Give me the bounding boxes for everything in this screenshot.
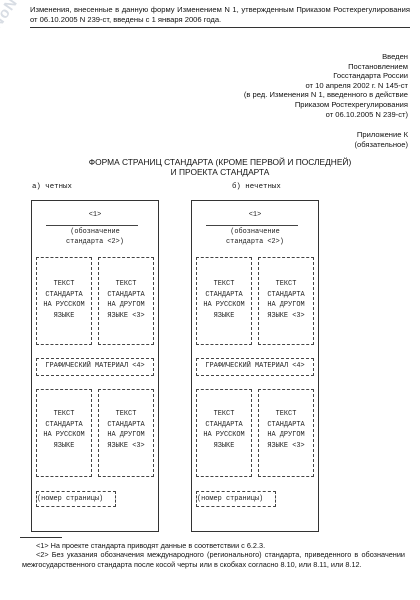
text-line: СТАНДАРТА xyxy=(45,420,83,429)
text-line: ТЕКСТ xyxy=(115,410,137,418)
approval-line: Постановлением xyxy=(348,61,408,71)
footnote-2: <2> Без указания обозначения международн… xyxy=(22,550,405,569)
approval-line: Приказом Ростехрегулирования xyxy=(294,99,408,109)
text-line: ТЕКСТ xyxy=(275,280,297,288)
text-other-bottom: ТЕКСТ СТАНДАРТА НА ДРУГОМ ЯЗЫКЕ <3> xyxy=(257,409,315,451)
page-number-label: (номер страницы) xyxy=(37,495,104,503)
text-other-bottom: ТЕКСТ СТАНДАРТА НА ДРУГОМ ЯЗЫКЕ <3> xyxy=(97,409,155,451)
text-box-other-bottom xyxy=(258,389,314,477)
text-line: ЯЗЫКЕ xyxy=(53,311,75,320)
text-line: СТАНДАРТА xyxy=(267,290,305,299)
text-line: ЯЗЫКЕ <3> xyxy=(267,441,305,450)
text-line: СТАНДАРТА xyxy=(267,420,305,429)
amendment-note: Изменения, внесенные в данную форму Изме… xyxy=(30,5,410,24)
amendment-divider xyxy=(30,27,410,28)
text-line: ЯЗЫКЕ <3> xyxy=(107,441,145,450)
column-label-odd: б) нечетных xyxy=(232,183,281,191)
appendix-label: Приложение К (обязательное) xyxy=(268,130,408,149)
page-number-box xyxy=(36,491,116,507)
text-line: СТАНДАРТА xyxy=(45,290,83,299)
footnotes: <1> На проекте стандарта приводят данные… xyxy=(22,541,405,569)
standard-designation: (обозначение стандарта <2>) xyxy=(198,227,312,247)
text-line: ТЕКСТ xyxy=(275,410,297,418)
page-header-number: <1> xyxy=(248,211,262,219)
graphic-material-box xyxy=(36,358,154,376)
standard-designation: (обозначение стандарта <2>) xyxy=(38,227,152,247)
text-line: НА ДРУГОМ xyxy=(107,301,145,309)
text-line: ТЕКСТ xyxy=(213,280,235,288)
text-line: ЯЗЫКЕ <3> xyxy=(267,311,305,320)
text-line: ТЕКСТ xyxy=(53,410,75,418)
text-line: СТАНДАРТА xyxy=(107,290,145,299)
form-title-line: ФОРМА СТРАНИЦ СТАНДАРТА (КРОМЕ ПЕРВОЙ И … xyxy=(88,157,352,167)
text-other-top: ТЕКСТ СТАНДАРТА НА ДРУГОМ ЯЗЫКЕ <3> xyxy=(97,279,155,321)
text-line: СТАНДАРТА xyxy=(107,420,145,429)
text-line: ЯЗЫКЕ xyxy=(53,441,75,450)
graphic-material-box xyxy=(196,358,314,376)
appendix-status: (обязательное) xyxy=(354,139,408,149)
page-frame-even: <1> (обозначение стандарта <2>) ТЕКСТ СТ… xyxy=(31,200,159,532)
text-russian-bottom: ТЕКСТ СТАНДАРТА НА РУССКОМ ЯЗЫКЕ xyxy=(196,409,252,451)
text-line: НА РУССКОМ xyxy=(203,431,245,439)
designation-line xyxy=(206,225,298,226)
text-line: ТЕКСТ xyxy=(53,280,75,288)
form-title-line: И ПРОЕКТА СТАНДАРТА xyxy=(170,167,270,177)
text-russian-bottom: ТЕКСТ СТАНДАРТА НА РУССКОМ ЯЗЫКЕ xyxy=(36,409,92,451)
text-line: НА ДРУГОМ xyxy=(267,431,305,439)
approval-line: (в ред. Изменения N 1, введенного в дейс… xyxy=(243,90,408,100)
designation-line-2: стандарта <2>) xyxy=(226,238,284,246)
text-line: ЯЗЫКЕ xyxy=(213,311,235,320)
text-line: НА ДРУГОМ xyxy=(267,301,305,309)
graphic-material-label: ГРАФИЧЕСКИЙ МАТЕРИАЛ <4> xyxy=(205,362,305,370)
text-box-russian-bottom xyxy=(196,389,252,477)
footnote-1: <1> На проекте стандарта приводят данные… xyxy=(36,541,266,550)
text-line: НА РУССКОМ xyxy=(43,431,85,439)
text-russian-top: ТЕКСТ СТАНДАРТА НА РУССКОМ ЯЗЫКЕ xyxy=(196,279,252,321)
graphic-material-label: ГРАФИЧЕСКИЙ МАТЕРИАЛ <4> xyxy=(45,362,145,370)
column-label-even: а) четных xyxy=(32,183,72,191)
appendix-title: Приложение К xyxy=(356,130,408,139)
text-line: ТЕКСТ xyxy=(213,410,235,418)
form-title: ФОРМА СТРАНИЦ СТАНДАРТА (КРОМЕ ПЕРВОЙ И … xyxy=(20,157,420,177)
designation-line-2: стандарта <2>) xyxy=(66,238,124,246)
text-line: ТЕКСТ xyxy=(115,280,137,288)
text-line: СТАНДАРТА xyxy=(205,420,243,429)
footnotes-divider xyxy=(20,537,62,538)
designation-line-1: (обозначение xyxy=(230,228,280,236)
designation-line xyxy=(46,225,138,226)
text-line: ЯЗЫКЕ xyxy=(213,441,235,450)
text-other-top: ТЕКСТ СТАНДАРТА НА ДРУГОМ ЯЗЫКЕ <3> xyxy=(257,279,315,321)
text-box-russian-top xyxy=(36,257,92,345)
page-header-number: <1> xyxy=(88,211,102,219)
approval-block: Введен Постановлением Госстандарта Росси… xyxy=(188,52,408,119)
text-line: НА РУССКОМ xyxy=(43,301,85,309)
text-line: НА РУССКОМ xyxy=(203,301,245,309)
approval-line: от 06.10.2005 N 239-ст) xyxy=(325,109,408,119)
approval-line: Госстандарта России xyxy=(333,71,408,81)
text-box-russian-top xyxy=(196,257,252,345)
text-russian-top: ТЕКСТ СТАНДАРТА НА РУССКОМ ЯЗЫКЕ xyxy=(36,279,92,321)
approval-line: от 10 апреля 2002 г. N 145-ст xyxy=(305,80,408,90)
text-box-other-top xyxy=(258,257,314,345)
page-number-label: (номер страницы) xyxy=(197,495,264,503)
approval-line: Введен xyxy=(382,52,408,61)
text-line: НА ДРУГОМ xyxy=(107,431,145,439)
text-box-other-top xyxy=(98,257,154,345)
text-box-other-bottom xyxy=(98,389,154,477)
text-line: СТАНДАРТА xyxy=(205,290,243,299)
text-box-russian-bottom xyxy=(36,389,92,477)
designation-line-1: (обозначение xyxy=(70,228,120,236)
text-line: ЯЗЫКЕ <3> xyxy=(107,311,145,320)
page-number-box xyxy=(196,491,276,507)
page-frame-odd: <1> (обозначение стандарта <2>) ТЕКСТ СТ… xyxy=(191,200,319,532)
